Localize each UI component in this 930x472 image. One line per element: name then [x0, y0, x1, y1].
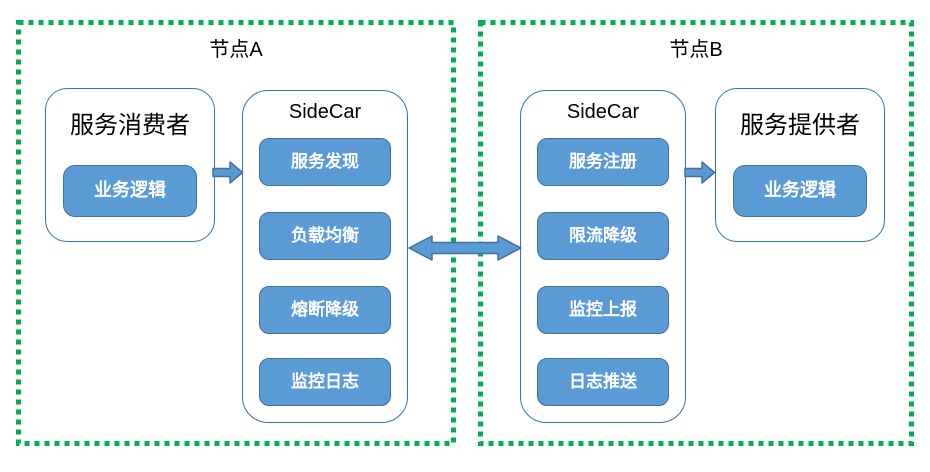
double-headed-arrow-icon — [408, 235, 522, 261]
node-b-container: 节点B SideCar 服务注册 限流降级 监控上报 日志推送 服务提供者 业务… — [478, 20, 914, 446]
sidecar-b-item-monitor-reporting: 监控上报 — [537, 286, 669, 334]
node-a-dashed-border — [16, 20, 456, 446]
service-consumer-box: 服务消费者 业务逻辑 — [45, 88, 215, 242]
sidecar-a-item-monitor-logging: 监控日志 — [259, 358, 391, 406]
node-a-dashed-rect — [16, 20, 456, 446]
double-headed-arrow-shape — [408, 235, 522, 261]
sidecar-a-item-circuit-breaking: 熔断降级 — [259, 286, 391, 334]
right-arrow-icon — [684, 161, 716, 184]
sidecar-a-box: SideCar 服务发现 负载均衡 熔断降级 监控日志 — [242, 90, 408, 423]
sidecar-b-title: SideCar — [566, 101, 640, 123]
service-provider-title: 服务提供者 — [740, 112, 860, 139]
node-b-dashed-border — [478, 20, 914, 446]
sidecar-a-item-service-discovery: 服务发现 — [259, 138, 391, 186]
right-arrow-icon — [212, 161, 244, 184]
service-provider-box: 服务提供者 业务逻辑 — [715, 88, 885, 242]
node-b-dashed-rect — [478, 20, 914, 446]
node-a-container: 节点A 服务消费者 业务逻辑 SideCar 服务发现 负载均衡 熔断降级 监控… — [16, 20, 456, 446]
sidecar-a-item-load-balancing: 负载均衡 — [259, 212, 391, 260]
right-arrow-shape — [212, 161, 244, 184]
service-consumer-title: 服务消费者 — [70, 112, 190, 139]
provider-business-logic-box: 业务逻辑 — [733, 165, 867, 217]
consumer-business-logic-box: 业务逻辑 — [63, 165, 197, 217]
node-b-title: 节点B — [669, 39, 723, 61]
sidecar-b-item-rate-limit-degrade: 限流降级 — [537, 212, 669, 260]
sidecar-a-title: SideCar — [288, 101, 362, 123]
node-a-title: 节点A — [209, 39, 263, 61]
sidecar-b-item-log-push: 日志推送 — [537, 358, 669, 406]
sidecar-b-box: SideCar 服务注册 限流降级 监控上报 日志推送 — [520, 90, 686, 423]
sidecar-b-item-service-registration: 服务注册 — [537, 138, 669, 186]
right-arrow-shape — [684, 161, 716, 184]
